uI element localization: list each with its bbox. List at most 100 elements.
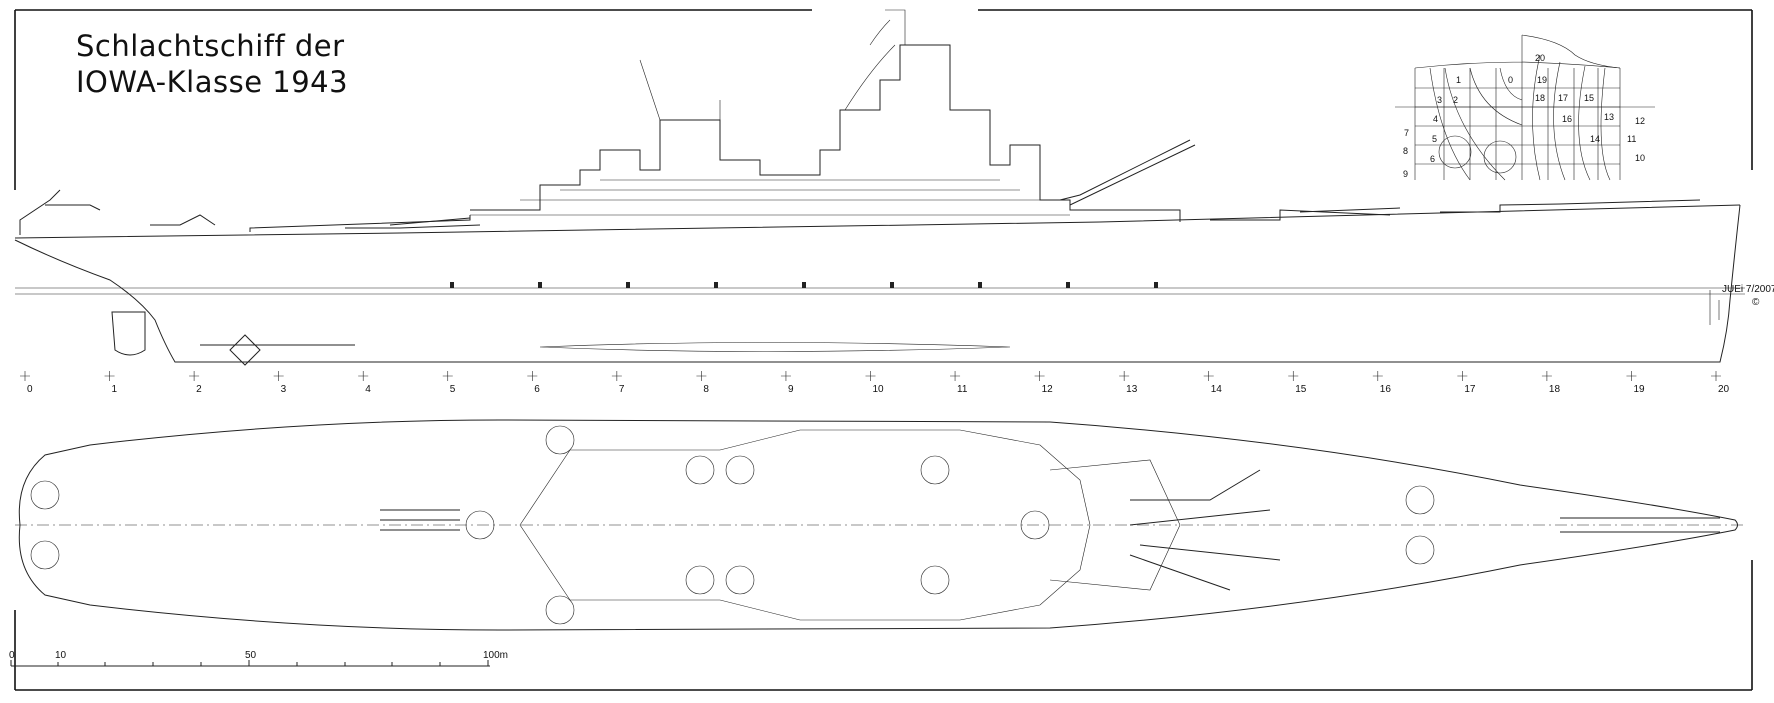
station-tick (696, 371, 707, 381)
station-label: 16 (1380, 384, 1392, 395)
station-tick (1203, 371, 1214, 381)
station-tick (273, 371, 284, 381)
station-label: 1 (112, 384, 118, 395)
signature: JUEi 7/2007 (1722, 284, 1774, 295)
copyright-mark: © (1752, 297, 1760, 308)
turret (1405, 485, 1435, 515)
scale-label-100m: 100m (483, 650, 508, 661)
station-label: 20 (1718, 384, 1730, 395)
station-tick (780, 371, 791, 381)
station-label: 11 (957, 384, 968, 395)
station-tick (527, 371, 538, 381)
station-label: 18 (1549, 384, 1561, 395)
station-label: 10 (873, 384, 885, 395)
station-label: 15 (1295, 384, 1307, 395)
drawing-title: Schlachtschiff der IOWA-Klasse 1943 (76, 28, 348, 100)
turret (30, 480, 60, 510)
station-label: 17 (1464, 384, 1476, 395)
station-label: 4 (365, 384, 371, 395)
body-plan-section-number: 15 (1584, 93, 1594, 103)
turret (685, 455, 715, 485)
turret (920, 565, 950, 595)
station-label: 9 (788, 384, 794, 395)
body-plan-section-number: 17 (1558, 93, 1568, 103)
scale-bar (10, 660, 490, 667)
hull-mark (1154, 282, 1158, 288)
station-label: 2 (196, 384, 202, 395)
hull-mark (538, 282, 542, 288)
station-tick (950, 371, 961, 381)
body-plan-section-number: 7 (1404, 128, 1409, 138)
station-label: 12 (1042, 384, 1054, 395)
hull-mark (1066, 282, 1070, 288)
body-plan-section-number: 16 (1562, 114, 1572, 124)
body-plan-section-number: 19 (1537, 75, 1547, 85)
body-plan-section-number: 14 (1590, 134, 1600, 144)
station-tick (1288, 371, 1299, 381)
body-plan-section-number: 13 (1604, 112, 1614, 122)
turret (920, 455, 950, 485)
station-tick (20, 371, 30, 381)
hull-mark (450, 282, 454, 288)
station-tick (865, 371, 876, 381)
station-label: 6 (534, 384, 540, 395)
hull-mark (714, 282, 718, 288)
body-plan (1395, 34, 1655, 181)
body-plan-section-number: 10 (1635, 153, 1645, 163)
title-line-1: Schlachtschiff der (76, 29, 345, 63)
station-label: 14 (1211, 384, 1223, 395)
station-label: 19 (1633, 384, 1645, 395)
station-tick (189, 371, 200, 381)
body-plan-section-number: 11 (1627, 134, 1636, 144)
body-plan-section-number: 0 (1508, 75, 1513, 85)
station-tick (442, 371, 453, 381)
station-tick (1034, 371, 1045, 381)
scale-label-50: 50 (245, 650, 257, 661)
body-plan-section-number: 9 (1403, 169, 1408, 179)
body-plan-section-number: 20 (1535, 53, 1545, 63)
side-profile (14, 9, 1745, 366)
body-plan-section-number: 2 (1453, 95, 1458, 105)
body-plan-section-number: 6 (1430, 154, 1435, 164)
turret (1405, 535, 1435, 565)
station-label: 13 (1126, 384, 1138, 395)
hull-mark (626, 282, 630, 288)
top-plan (15, 419, 1745, 631)
station-label: 7 (619, 384, 625, 395)
body-plan-section-number: 4 (1433, 114, 1438, 124)
station-tick (1626, 371, 1637, 381)
turret (685, 565, 715, 595)
hull-mark (802, 282, 806, 288)
body-plan-section-number: 12 (1635, 116, 1645, 126)
station-label: 5 (450, 384, 456, 395)
body-plan-section-number: 8 (1403, 146, 1408, 156)
title-line-2: IOWA-Klasse 1943 (76, 65, 349, 99)
station-tick (1711, 371, 1721, 381)
hull-mark (890, 282, 894, 288)
body-plan-section-number: 5 (1432, 134, 1437, 144)
hull-mark (978, 282, 982, 288)
scale-label-0: 0 (9, 650, 15, 661)
station-tick (358, 371, 369, 381)
station-tick (1541, 371, 1552, 381)
station-tick (1372, 371, 1383, 381)
turret (545, 595, 575, 625)
body-plan-section-number: 3 (1437, 95, 1442, 105)
body-plan-section-number: 1 (1456, 75, 1461, 85)
station-tick (1119, 371, 1130, 381)
scale-label-10: 10 (55, 650, 67, 661)
turret (1020, 510, 1050, 540)
body-plan-section-number: 18 (1535, 93, 1545, 103)
turret (725, 565, 755, 595)
station-tick (1457, 371, 1468, 381)
station-label: 3 (281, 384, 287, 395)
station-label: 8 (703, 384, 709, 395)
turret (30, 540, 60, 570)
turret (465, 510, 495, 540)
station-label: 0 (27, 384, 33, 395)
turret (545, 425, 575, 455)
station-tick (104, 371, 115, 381)
